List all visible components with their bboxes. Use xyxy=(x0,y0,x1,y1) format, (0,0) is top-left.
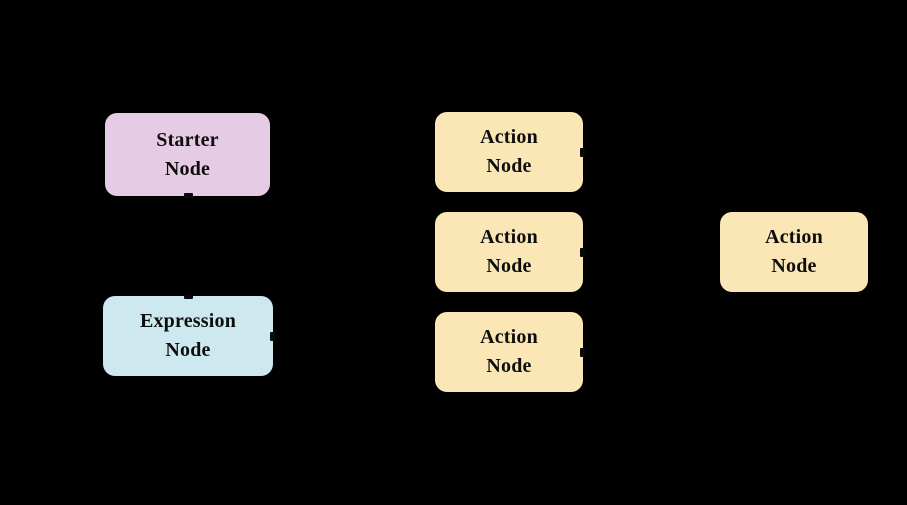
node-action-node-4[interactable]: Action Node xyxy=(720,212,868,292)
node-label-line-1: Action xyxy=(480,326,538,348)
node-label-line-1: Action xyxy=(765,226,823,248)
node-label-line-2: Node xyxy=(165,339,211,361)
node-label-line-2: Node xyxy=(486,355,532,377)
node-label-line-2: Node xyxy=(771,255,817,277)
output-port-icon[interactable] xyxy=(580,348,585,357)
output-port-icon[interactable] xyxy=(580,248,585,257)
node-label-line-1: Starter xyxy=(156,128,219,151)
output-port-icon[interactable] xyxy=(183,193,193,198)
node-label-line-1: Action xyxy=(480,226,538,248)
node-label-line-2: Node xyxy=(486,255,532,277)
node-action-node-3[interactable]: Action Node xyxy=(435,312,585,392)
node-expression-node[interactable]: Expression Node xyxy=(103,295,275,376)
node-label-line-2: Node xyxy=(486,155,532,177)
node-label-line-2: Node xyxy=(164,157,211,180)
node-label-line-1: Expression xyxy=(139,310,237,332)
node-label-line-1: Action xyxy=(480,126,538,148)
output-port-icon[interactable] xyxy=(270,332,275,341)
input-port-icon[interactable] xyxy=(184,295,193,299)
output-port-icon[interactable] xyxy=(580,148,585,157)
node-starter-node[interactable]: Starter Node xyxy=(105,113,270,198)
node-action-node-1[interactable]: Action Node xyxy=(435,112,585,192)
node-action-node-2[interactable]: Action Node xyxy=(435,212,585,292)
